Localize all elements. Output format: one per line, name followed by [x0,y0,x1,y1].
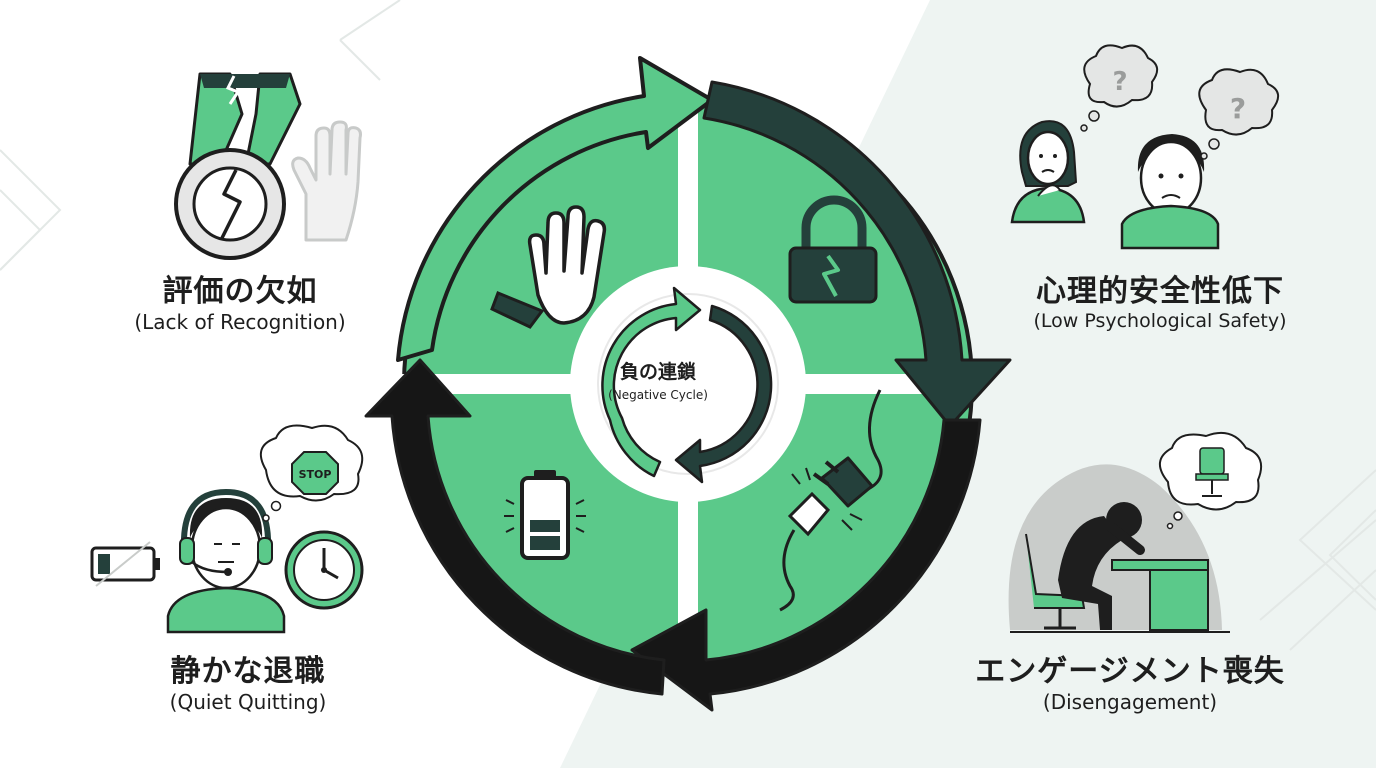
worried-man-icon [1120,134,1220,250]
stage-lack-of-recognition-title: 評価の欠如 [162,274,318,309]
question-bubble-icon: ? ? [1080,44,1279,160]
stage-low-psychological-safety-subtitle: (Low Psychological Safety) [1033,310,1287,332]
stage-lack-of-recognition-subtitle: (Lack of Recognition) [134,310,346,334]
headset-worker-icon [166,488,286,634]
stage-quiet-quitting-title: 静かな退職 [170,654,326,689]
worried-woman-icon [1010,120,1086,224]
empty-chair-bubble-icon [1159,432,1262,530]
raised-hand-icon [291,120,362,242]
desk-icon [1010,559,1230,633]
stage-disengagement-subtitle: (Disengagement) [1042,690,1218,714]
low-battery-icon [504,470,586,560]
svg-text:?: ? [1230,92,1246,125]
broken-medal-icon [174,72,302,260]
stage-quiet-quitting-subtitle: (Quiet Quitting) [169,690,327,714]
clock-icon [284,530,364,610]
broken-padlock-icon [788,195,878,304]
mini-cycle-green-arrow [601,286,702,478]
svg-text:?: ? [1112,67,1127,97]
low-battery-side-icon [90,541,160,587]
arrow-bottom-right [630,418,982,712]
stop-bubble-icon: STOP [259,424,364,522]
arrow-top-left [396,56,714,362]
unplugged-icon [779,389,883,612]
center-title: 負の連鎖 [619,361,696,383]
stage-low-psychological-safety-title: 心理的安全性低下 [1036,274,1284,309]
center-subtitle: (Negative Cycle) [608,388,708,402]
stop-sign-text: STOP [299,468,332,481]
stage-disengagement-title: エンゲージメント喪失 [975,654,1285,689]
mini-cycle-dark-arrow [674,304,773,484]
stop-hand-icon [490,205,607,329]
arrow-left [364,358,666,696]
